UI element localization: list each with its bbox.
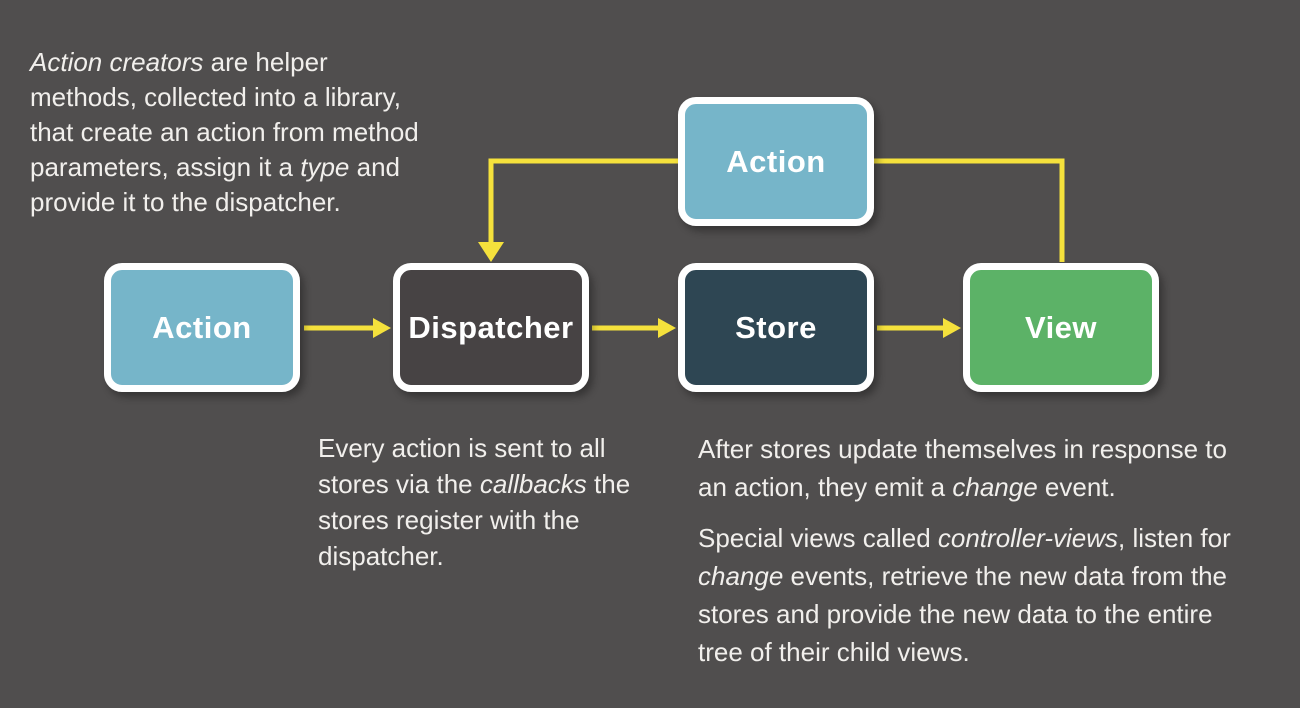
note-store-view: After stores update themselves in respon…: [698, 430, 1231, 684]
node-store: Store: [678, 263, 874, 392]
arrowhead-right-into-dispatcher-icon: [373, 318, 391, 338]
node-store-label: Store: [735, 309, 817, 345]
node-action-left: Action: [104, 263, 300, 392]
node-action-left-label: Action: [152, 309, 252, 345]
node-view: View: [963, 263, 1159, 392]
arrowhead-down-into-dispatcher-icon: [478, 242, 504, 262]
note-store-view-paragraph-2: Special views called controller-views, l…: [698, 523, 1231, 667]
arrowhead-right-into-view-icon: [943, 318, 961, 338]
node-view-label: View: [1024, 309, 1098, 345]
arrowhead-right-into-store-icon: [658, 318, 676, 338]
node-dispatcher-label: Dispatcher: [408, 309, 574, 345]
node-dispatcher: Dispatcher: [393, 263, 589, 392]
line-view-to-action: [874, 158, 1065, 262]
line-action-to-dispatcher: [488, 158, 678, 244]
node-action-top-label: Action: [726, 143, 826, 179]
note-store-view-paragraph-1: After stores update themselves in respon…: [698, 434, 1227, 502]
node-action-top: Action: [678, 97, 874, 226]
